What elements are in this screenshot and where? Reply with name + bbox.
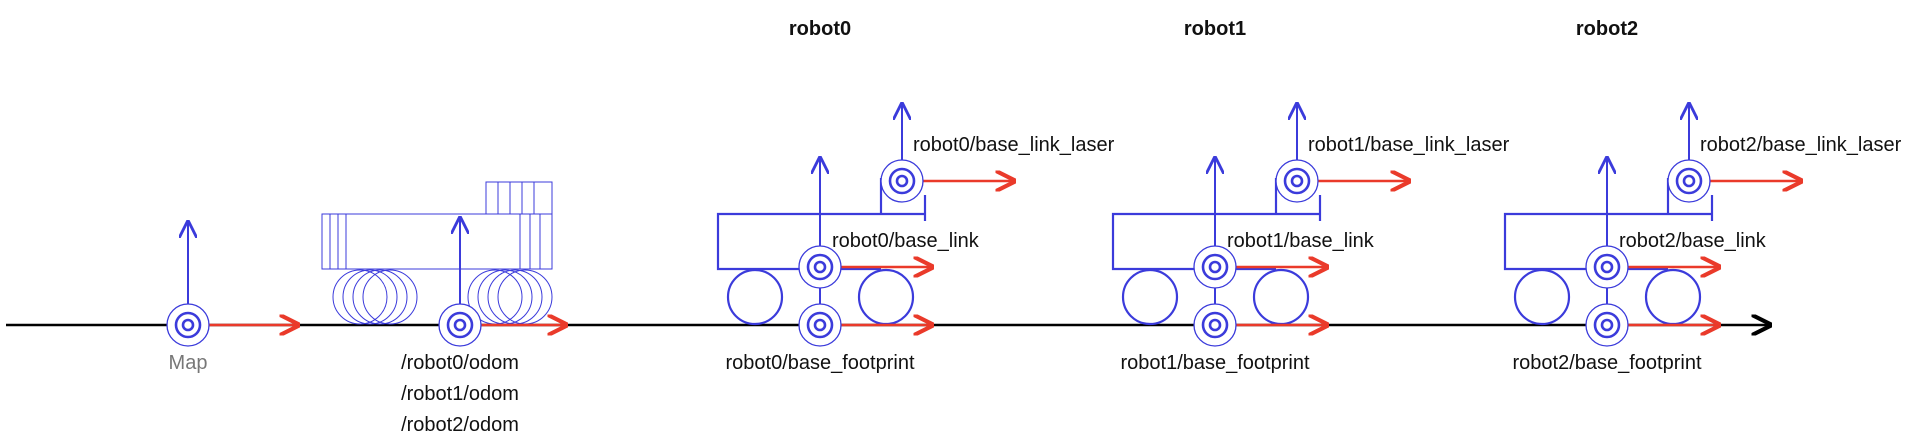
robot2-base-link-label: robot2/base_link	[1619, 230, 1767, 252]
robot1-base-footprint-origin-icon	[1193, 303, 1237, 347]
odom-frame-origin-icon	[438, 303, 482, 347]
robot2-title: robot2	[1576, 18, 1638, 40]
odom-label-robot0: /robot0/odom	[401, 352, 519, 374]
robot0-base-footprint-origin-icon	[798, 303, 842, 347]
robot0-title: robot0	[789, 18, 851, 40]
map-frame-origin-icon	[166, 303, 210, 347]
robot2-base-footprint-label: robot2/base_footprint	[1512, 352, 1701, 374]
robot0-base-link-laser-label: robot0/base_link_laser	[913, 134, 1115, 156]
ghost-robot-body-icon	[321, 181, 553, 270]
robot1-group: robot1 robot1/base	[1111, 18, 1510, 374]
robot1-base-link-laser-origin-icon	[1275, 159, 1319, 203]
odom-frame: /robot0/odom /robot1/odom /robot2/odom	[321, 181, 566, 436]
robot2-group: robot2 robot2/base	[1503, 18, 1902, 374]
odom-label-robot2: /robot2/odom	[401, 414, 519, 436]
robot2-base-link-laser-origin-icon	[1667, 159, 1711, 203]
robot0-base-link-laser-origin-icon	[880, 159, 924, 203]
map-label: Map	[169, 352, 208, 374]
robot1-title: robot1	[1184, 18, 1246, 40]
robot0-group: robot0 robot0/base	[716, 18, 1115, 374]
robot1-base-link-laser-label: robot1/base_link_laser	[1308, 134, 1510, 156]
robot2-base-footprint-origin-icon	[1585, 303, 1629, 347]
robot1-base-link-label: robot1/base_link	[1227, 230, 1375, 252]
odom-label-robot1: /robot1/odom	[401, 383, 519, 405]
robot0-base-link-origin-icon	[798, 245, 842, 289]
robot1-base-footprint-label: robot1/base_footprint	[1120, 352, 1309, 374]
robot0-base-footprint-label: robot0/base_footprint	[725, 352, 914, 374]
robot1-base-link-origin-icon	[1193, 245, 1237, 289]
robot2-base-link-laser-label: robot2/base_link_laser	[1700, 134, 1902, 156]
robot0-base-link-label: robot0/base_link	[832, 230, 980, 252]
robot2-base-link-origin-icon	[1585, 245, 1629, 289]
map-frame: Map	[166, 222, 298, 374]
